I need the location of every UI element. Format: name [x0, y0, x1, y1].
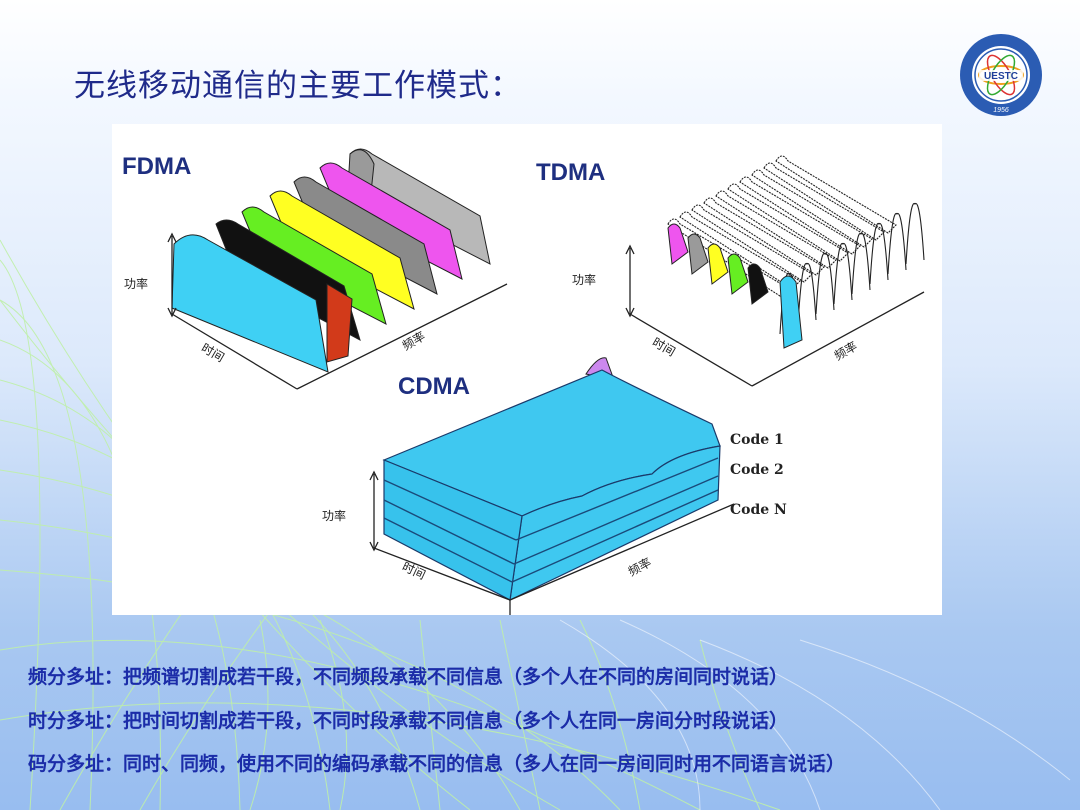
cdma-diagram: CDMA 功率 时间 频率 Code 1 Code 2 Code N	[322, 357, 787, 615]
tdma-time-slot-wave	[815, 252, 835, 315]
fdma-label: FDMA	[122, 153, 191, 180]
tdma-ribbon	[751, 169, 873, 248]
university-logo: UESTC 1956	[960, 34, 1042, 116]
fdma-diagram: FDMA 功率 时间 频率	[122, 148, 508, 390]
tdma-time-slot-wave	[797, 262, 817, 325]
tdma-ribbon	[775, 155, 897, 234]
tdma-ribbon	[691, 204, 813, 283]
tdma-ribbon	[679, 211, 801, 290]
fdma-axis-freq: 频率	[399, 328, 427, 353]
cdma-label: CDMA	[398, 373, 470, 400]
cdma-axis-freq: 频率	[625, 554, 653, 579]
tdma-time-slot-wave	[869, 222, 889, 285]
tdma-time-slot-wave	[851, 232, 871, 295]
description-tdma: 时分多址：把时间切割成若干段，不同时段承载不同信息（多个人在同一房间分时段说话）	[28, 710, 789, 732]
slide-title: 无线移动通信的主要工作模式：	[74, 68, 522, 104]
tdma-ribbon	[727, 183, 849, 262]
cdma-axis-power: 功率	[322, 508, 346, 523]
cdma-code-2: Code 2	[730, 462, 784, 478]
cdma-code-1: Code 1	[730, 432, 784, 448]
tdma-time-slot-wave	[887, 212, 907, 275]
description-fdma: 频分多址：把频谱切割成若干段，不同频段承载不同信息（多个人在不同的房间同时说话）	[28, 666, 789, 688]
tdma-time-slot-wave	[905, 202, 925, 265]
cdma-axis-time: 时间	[400, 559, 428, 582]
tdma-ribbon	[739, 176, 861, 255]
tdma-diagram: TDMA 功率 时间 频率	[536, 155, 925, 387]
tdma-label: TDMA	[536, 159, 605, 186]
tdma-axis-freq: 频率	[831, 338, 859, 363]
tdma-axis-power: 功率	[572, 272, 596, 287]
tdma-ribbon	[763, 162, 885, 241]
logo-year: 1956	[993, 107, 1009, 114]
description-cdma: 码分多址：同时、同频，使用不同的编码承载不同的信息（多人在同一房间同时用不同语言…	[28, 753, 846, 775]
tdma-time-slot-wave	[833, 242, 853, 305]
logo-text: UESTC	[984, 71, 1018, 82]
tdma-axis-time: 时间	[650, 335, 678, 359]
tdma-ribbon	[703, 197, 825, 276]
multiple-access-diagram-panel: FDMA 功率 时间 频率 TDMA	[112, 124, 942, 615]
tdma-ribbon	[715, 190, 837, 269]
cdma-code-n: Code N	[730, 502, 787, 518]
fdma-axis-power: 功率	[124, 276, 148, 291]
